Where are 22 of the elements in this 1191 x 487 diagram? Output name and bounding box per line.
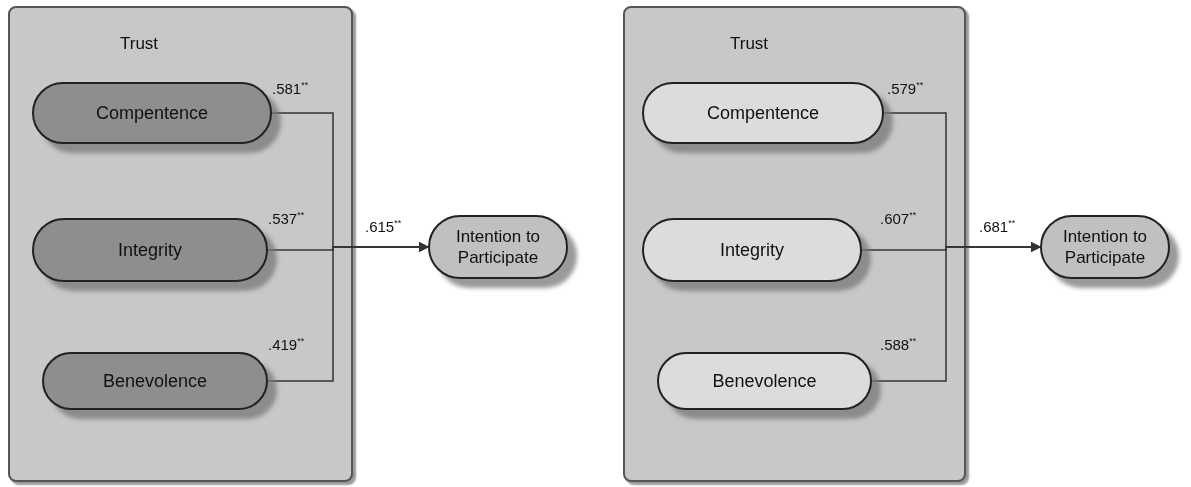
group-panel: [8, 6, 353, 482]
panel-heading: Trust: [120, 34, 159, 54]
edge-label: .579$^{**}$: [887, 80, 924, 97]
construct-pill: Integrity: [32, 218, 268, 282]
coefficient-label: .615$^{**}$: [365, 218, 402, 235]
connector-arrow: [267, 242, 429, 382]
edge-label: .581$^{**}$: [272, 80, 309, 97]
edge-label: .419$^{**}$: [268, 336, 305, 353]
coefficient-label: .681$^{**}$: [979, 218, 1016, 235]
construct-pill: Intention to Participate: [428, 215, 568, 279]
group-panel: [623, 6, 966, 482]
edge-label: .607$^{**}$: [880, 210, 917, 227]
construct-pill: Compentence: [642, 82, 884, 144]
construct-pill: Integrity: [642, 218, 862, 282]
construct-pill: Benevolence: [657, 352, 872, 410]
connector-arrow: [871, 242, 1041, 382]
construct-pill: Intention to Participate: [1040, 215, 1170, 279]
edge-label: .588$^{**}$: [880, 336, 917, 353]
construct-pill: Benevolence: [42, 352, 268, 410]
panel-heading: Trust: [730, 34, 769, 54]
construct-pill: Compentence: [32, 82, 272, 144]
edge-label: .537$^{**}$: [268, 210, 305, 227]
